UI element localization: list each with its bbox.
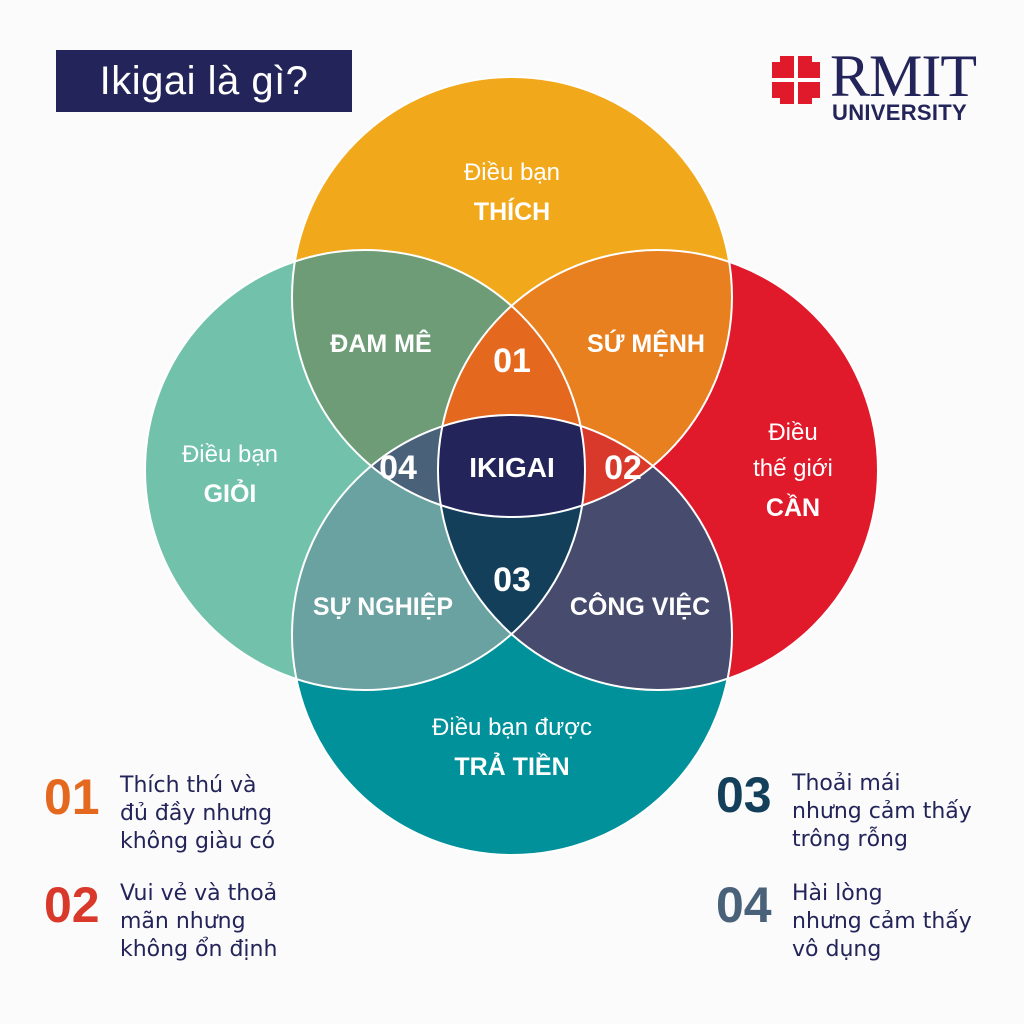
legend-line: Thoải mái [792,771,901,796]
legend-line: mãn nhưng [120,909,246,934]
label-gioi-line2: GIỎI [204,478,257,508]
label-01: 01 [493,342,531,380]
label-ikigai: IKIGAI [469,452,555,483]
legend-text: Thoải mái nhưng cảm thấy trông rỗng [792,770,1002,854]
title-banner: Ikigai là gì? [56,50,352,112]
legend-number: 01 [44,769,100,825]
label-can-line1: Điều [768,419,817,446]
legend-line: Thích thú và [120,773,257,798]
label-thich-line1: Điều bạn [464,159,560,186]
label-can-line2: thế giới [753,455,833,482]
legend-text: Thích thú và đủ đầy nhưng không giàu có [120,772,330,856]
label-can-line3: CẦN [766,493,820,522]
label-tra-tien-line2: TRẢ TIỀN [454,751,569,781]
legend-line: Hài lòng [792,881,883,906]
legend-line: nhưng cảm thấy [792,799,972,824]
rmit-pixel-icon [772,56,820,104]
page-title: Ikigai là gì? [99,58,309,103]
label-thich-line2: THÍCH [474,197,550,226]
label-gioi-line1: Điều bạn [182,441,278,468]
logo-subtitle: UNIVERSITY [832,100,968,125]
label-cong-viec: CÔNG VIỆC [570,591,710,621]
label-04: 04 [379,449,417,487]
circle-outlines [144,76,879,856]
legend-line: không ổn định [120,937,278,962]
rmit-logo: RMIT UNIVERSITY [768,43,984,128]
legend-number: 04 [716,877,772,933]
label-dam-me: ĐAM MÊ [330,328,431,358]
label-su-menh: SỨ MỆNH [587,328,705,358]
label-tra-tien-line1: Điều bạn được [432,714,592,741]
legend-number: 02 [44,877,100,933]
logo-wordmark: RMIT [830,43,977,109]
legend-line: đủ đầy nhưng [120,801,273,826]
legend-text: Hài lòng nhưng cảm thấy vô dụng [792,880,1002,964]
label-03: 03 [493,561,531,599]
legend-text: Vui vẻ và thoả mãn nhưng không ổn định [120,880,330,964]
legend-line: Vui vẻ và thoả [120,881,278,906]
legend-line: nhưng cảm thấy [792,909,972,934]
legend-line: vô dụng [792,937,882,962]
legend-number: 03 [716,767,772,823]
legend-line: trông rỗng [792,827,908,852]
label-02: 02 [604,449,642,487]
label-su-nghiep: SỰ NGHIỆP [313,591,453,621]
legend-line: không giàu có [120,829,276,854]
